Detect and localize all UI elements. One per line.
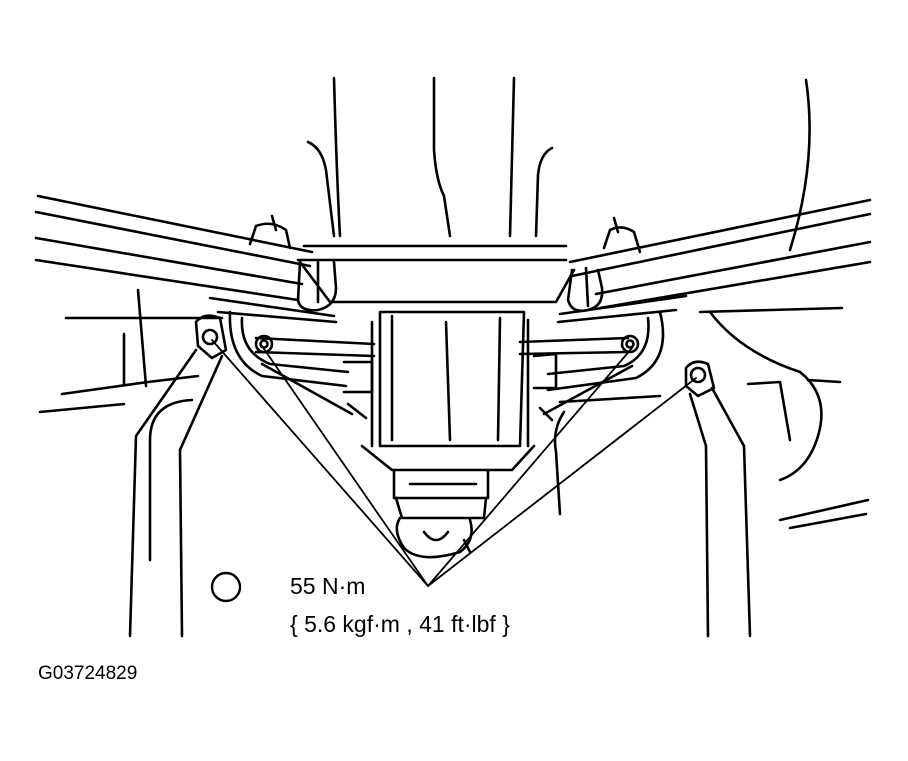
torque-leader-lines xyxy=(211,339,697,587)
left-leaf-spring xyxy=(34,194,314,302)
right-leaf-spring xyxy=(568,198,872,310)
torque-circle-icon xyxy=(210,571,242,603)
left-spring-clamp xyxy=(208,296,376,420)
right-shock-absorber xyxy=(684,360,752,638)
underbody-outline xyxy=(38,76,870,562)
torque-alternate-units-label: { 5.6 kgf·m , 41 ft·lbf } xyxy=(290,611,510,637)
u-bolt-nuts xyxy=(248,214,642,313)
figure-code: G03724829 xyxy=(38,663,138,684)
axle-housing xyxy=(296,244,576,304)
torque-value-label: 55 N·m xyxy=(290,573,366,599)
left-shock-absorber xyxy=(128,314,228,638)
right-spring-clamp xyxy=(518,294,688,422)
differential-carrier xyxy=(342,310,558,559)
